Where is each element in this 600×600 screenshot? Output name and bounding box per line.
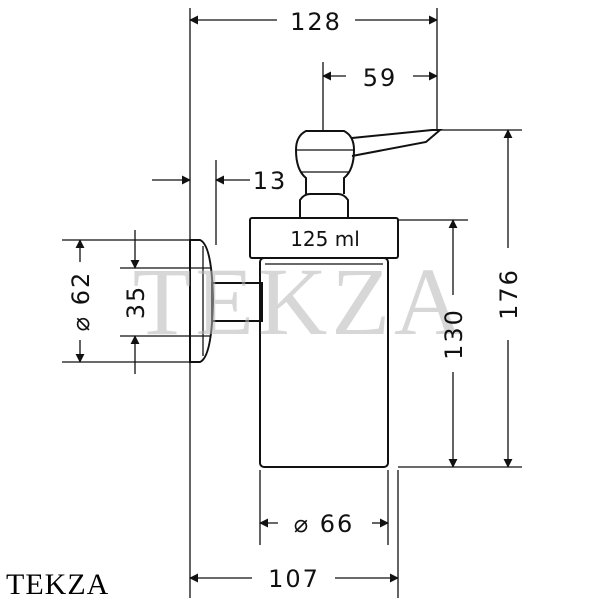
glass-container [259, 257, 389, 468]
dim-projection: 107 [268, 565, 320, 593]
watermark: TEKZA [133, 248, 468, 355]
dim-flange-diameter: ⌀ 62 [67, 271, 95, 332]
holder-arm [211, 282, 263, 322]
dim-flange-spacing: 35 [122, 285, 150, 320]
capacity-label: 125 ml [290, 227, 360, 251]
dim-wall-offset: 13 [253, 167, 288, 195]
dimension-lines [75, 15, 513, 583]
soap-dispenser [189, 129, 443, 468]
brand-logo: TEKZA [6, 568, 109, 600]
dim-lever-reach: 59 [363, 64, 398, 92]
pump-neck [299, 193, 349, 218]
pump-body [294, 130, 356, 194]
pump-lever [351, 129, 443, 157]
dim-container-diameter: ⌀ 66 [294, 510, 355, 538]
dim-container-height: 130 [440, 308, 468, 360]
dim-dispenser-height: 176 [495, 268, 523, 320]
dim-total-width: 128 [290, 8, 342, 36]
